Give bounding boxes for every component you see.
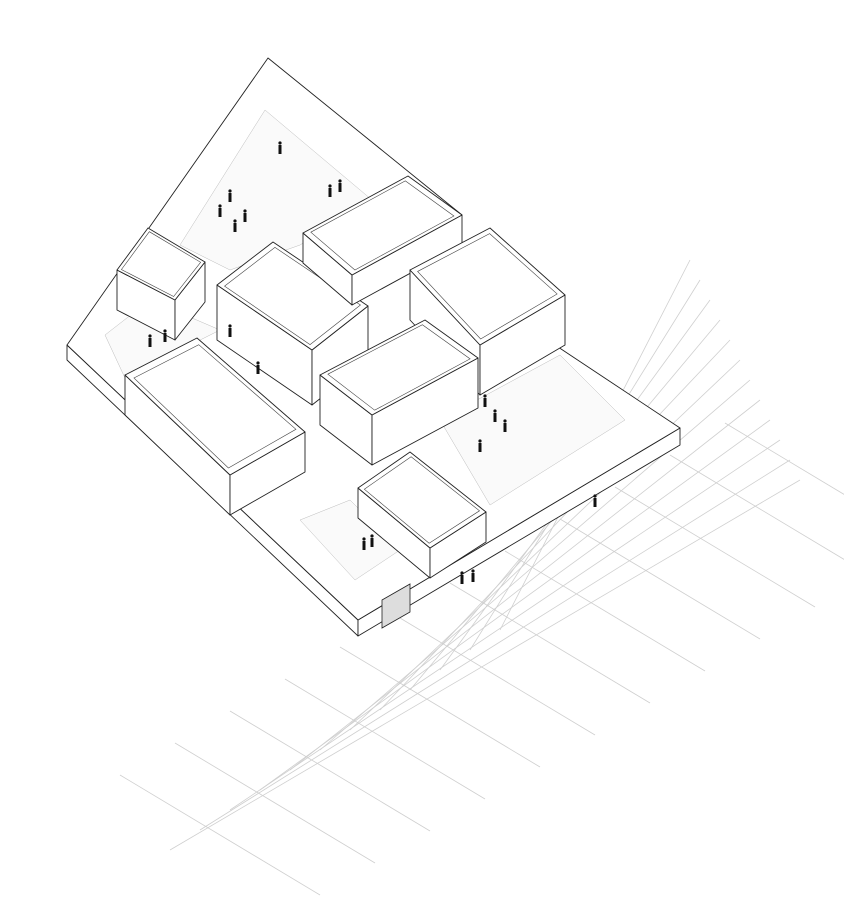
grid-line bbox=[449, 582, 651, 704]
building-block bbox=[302, 175, 463, 306]
person-figure bbox=[471, 569, 475, 582]
building-block bbox=[216, 241, 369, 406]
grid-line bbox=[339, 646, 541, 768]
grid-line bbox=[284, 678, 486, 800]
building-block bbox=[124, 337, 306, 516]
person-figure bbox=[503, 419, 507, 432]
grid-line bbox=[174, 742, 376, 864]
grid-line bbox=[669, 454, 844, 560]
grid-line bbox=[349, 359, 741, 731]
person-figure bbox=[328, 184, 332, 197]
person-figure bbox=[148, 334, 152, 347]
person-figure bbox=[370, 534, 374, 547]
building-block bbox=[357, 451, 487, 579]
person-figure bbox=[483, 394, 487, 407]
person-figure bbox=[338, 179, 342, 192]
grid-line bbox=[379, 339, 731, 711]
person-figure bbox=[478, 439, 482, 452]
building-block bbox=[319, 319, 479, 466]
person-figure bbox=[460, 571, 464, 584]
grid-line bbox=[504, 550, 706, 672]
entrance-door bbox=[381, 583, 411, 629]
grid-line bbox=[199, 459, 791, 831]
grid-line bbox=[559, 518, 761, 640]
grid-line bbox=[614, 486, 816, 608]
courtyard-east bbox=[439, 354, 626, 506]
grid-line bbox=[169, 479, 801, 851]
person-figure bbox=[228, 189, 232, 202]
building-block bbox=[116, 227, 206, 341]
person-figure bbox=[233, 219, 237, 232]
person-figure bbox=[593, 494, 597, 507]
person-figure bbox=[218, 204, 222, 217]
person-figure bbox=[278, 141, 282, 154]
grid-line bbox=[724, 422, 844, 495]
person-figure bbox=[256, 361, 260, 374]
grid-line bbox=[394, 614, 596, 736]
person-figure bbox=[493, 409, 497, 422]
person-figure bbox=[243, 209, 247, 222]
grid-line bbox=[229, 710, 431, 832]
person-figure bbox=[362, 537, 366, 550]
people-figures bbox=[148, 141, 597, 584]
person-figure bbox=[228, 324, 232, 337]
person-figure bbox=[163, 329, 167, 342]
building-blocks bbox=[116, 175, 566, 579]
grid-line bbox=[119, 774, 321, 896]
